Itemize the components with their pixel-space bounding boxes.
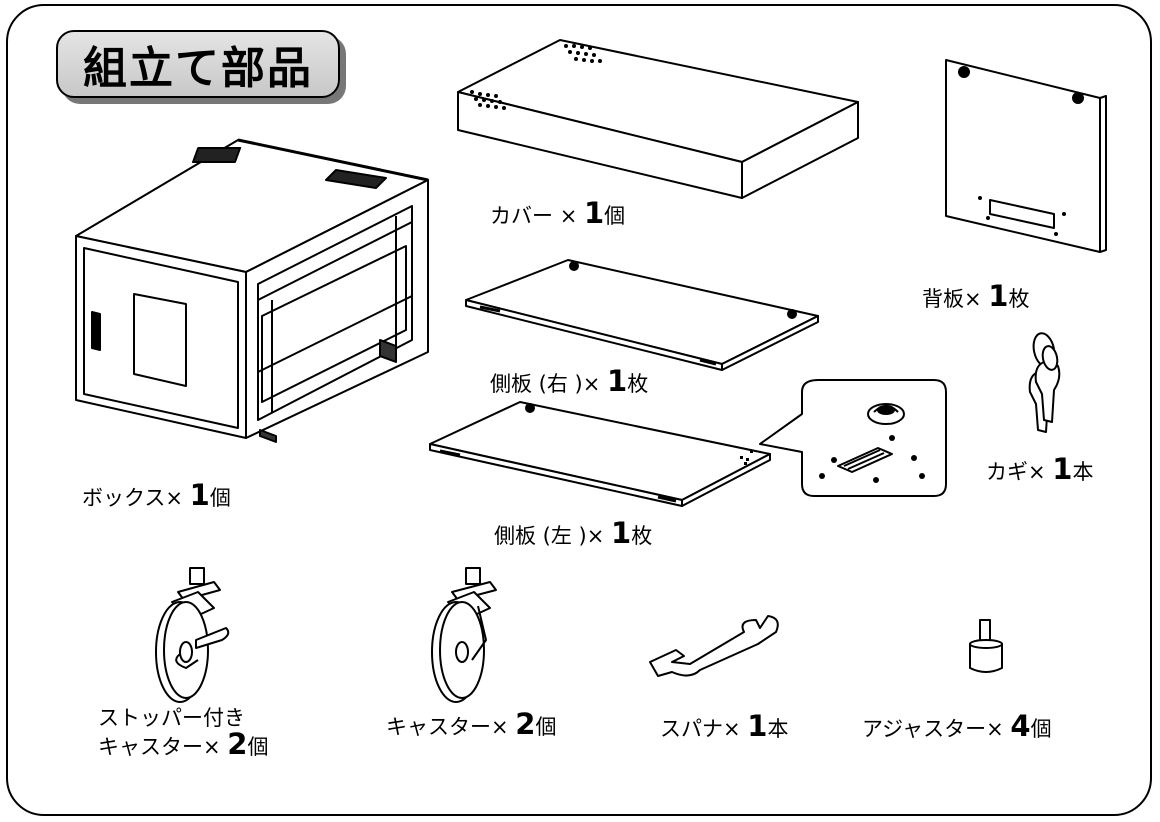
side-panel-left-label: 側板 (左 )× 1枚 — [494, 516, 653, 550]
key-label: カギ× 1本 — [986, 452, 1094, 486]
page-title: 組立て部品 — [83, 43, 313, 94]
box-label: ボックス× 1個 — [82, 478, 231, 512]
side-panel-right-label: 側板 (右 )× 1枚 — [490, 364, 649, 398]
side-panel-right-illustration — [465, 259, 819, 371]
adjuster-illustration — [969, 619, 1003, 673]
caster-label: キャスター× 2個 — [386, 707, 557, 741]
spanner-label: スパナ× 1本 — [660, 709, 789, 743]
box-illustration — [75, 138, 429, 443]
cover-label: カバー × 1個 — [490, 196, 626, 230]
side-panel-left-illustration — [429, 401, 771, 507]
adjuster-label: アジャスター× 4個 — [862, 709, 1052, 743]
caster-illustration — [431, 567, 497, 703]
outer-frame — [6, 4, 1152, 816]
caster-with-stopper-illustration — [155, 567, 230, 703]
caster-with-stopper-label: ストッパー付き キャスター× 2個 — [98, 706, 269, 761]
back-panel-label: 背板× 1枚 — [922, 279, 1030, 313]
key-illustration — [1028, 332, 1061, 433]
detail-callout — [759, 379, 947, 497]
back-panel-illustration — [945, 59, 1107, 253]
cover-illustration — [457, 39, 859, 199]
title-badge: 組立て部品 — [56, 30, 340, 98]
spanner-illustration — [649, 615, 779, 677]
